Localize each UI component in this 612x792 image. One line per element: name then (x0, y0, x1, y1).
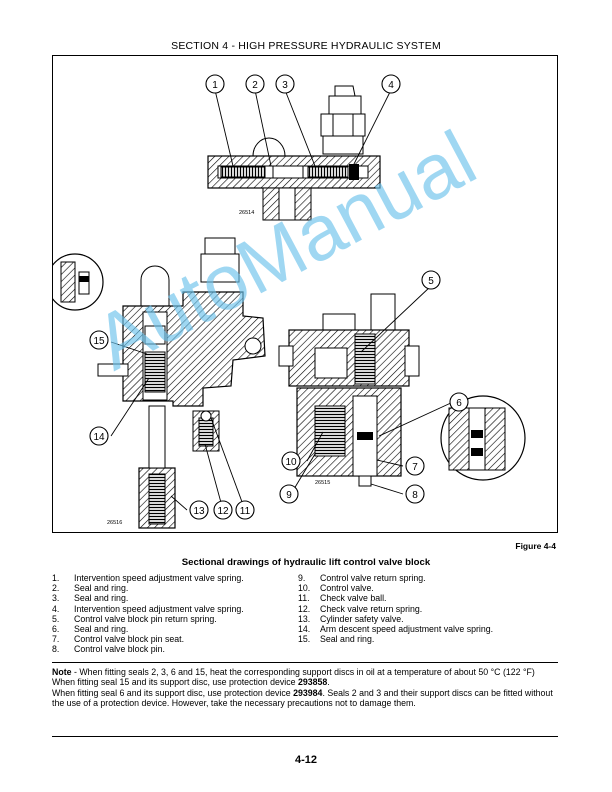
callout-7: 7 (412, 462, 418, 473)
legend-item: 12.Check valve return spring. (298, 603, 423, 614)
legend-item: 15.Seal and ring. (298, 634, 375, 645)
figure-frame: 26514 (52, 55, 558, 533)
note-line-1: Note - When fitting seals 2, 3, 6 and 15… (52, 667, 535, 677)
callout-6: 6 (456, 398, 462, 409)
legend-item: 2.Seal and ring. (52, 583, 129, 594)
legend-item: 1.Intervention speed adjustment valve sp… (52, 573, 244, 583)
right-section-drawing: 26515 (278, 293, 526, 487)
callout-14: 14 (93, 432, 105, 443)
callout-2: 2 (252, 80, 258, 91)
note-top-rule (52, 662, 558, 663)
figure-number: Figure 4-4 (515, 541, 556, 551)
callout-8: 8 (412, 490, 418, 501)
legend: 1.Intervention speed adjustment valve sp… (52, 573, 558, 655)
legend-item: 7.Control valve block pin seat. (52, 634, 185, 645)
callout-9: 9 (286, 490, 292, 501)
callout-4: 4 (388, 80, 394, 91)
callout-circles (89, 74, 469, 520)
section-header: SECTION 4 - HIGH PRESSURE HYDRAULIC SYST… (171, 40, 441, 52)
valve-drawings: 26514 (53, 74, 526, 529)
callout-3: 3 (282, 80, 288, 91)
top-section-drawing: 26514 (207, 85, 381, 221)
drawing-code-left: 26516 (107, 520, 122, 526)
legend-item: 6.Seal and ring. (52, 624, 129, 635)
callout-1: 1 (212, 80, 218, 91)
drawing-code-top: 26514 (239, 210, 254, 216)
legend-right-column: 9.Control valve return spring. 10.Contro… (298, 573, 493, 655)
callout-13: 13 (193, 506, 205, 517)
legend-item: 13.Cylinder safety valve. (298, 613, 404, 624)
legend-left-column: 1.Intervention speed adjustment valve sp… (52, 573, 298, 655)
leader-lines (110, 89, 454, 511)
note-bottom-rule (52, 736, 558, 737)
note-line-2: When fitting seal 15 and its support dis… (52, 677, 330, 688)
left-section-drawing: 26516 (53, 237, 266, 529)
page-number: 4-12 (294, 754, 318, 766)
note-line-3: When fitting seal 6 and its support disc… (52, 687, 553, 709)
callout-10: 10 (285, 457, 297, 468)
legend-item: 4.Intervention speed adjustment valve sp… (52, 603, 244, 614)
legend-item: 14.Arm descent speed adjustment valve sp… (298, 624, 494, 635)
legend-item: 9.Control valve return spring. (298, 573, 426, 583)
drawing-code-right: 26515 (315, 480, 330, 486)
figure-caption: Sectional drawings of hydraulic lift con… (181, 557, 431, 568)
note-block: Note - When fitting seals 2, 3, 6 and 15… (52, 667, 558, 709)
legend-item: 5.Control valve block pin return spring. (52, 613, 217, 624)
legend-item: 10.Control valve. (298, 583, 374, 594)
legend-item: 8.Control valve block pin. (52, 644, 165, 655)
callout-5: 5 (428, 276, 434, 287)
callout-12: 12 (217, 506, 229, 517)
callout-15: 15 (93, 336, 105, 347)
legend-item: 11.Check valve ball. (298, 593, 387, 604)
callout-11: 11 (240, 506, 251, 517)
legend-item: 3.Seal and ring. (52, 593, 129, 604)
